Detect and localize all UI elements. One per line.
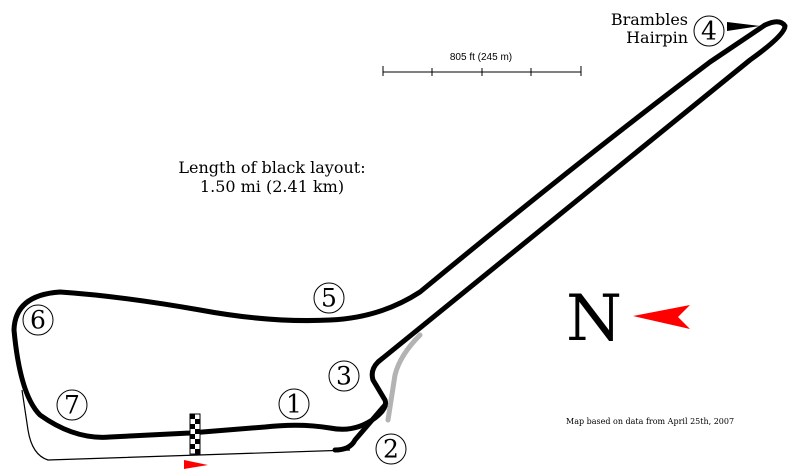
start-finish-line [189, 413, 201, 455]
turn-marker-4: 4 [693, 15, 725, 47]
layout-length-value: 1.50 mi (2.41 km) [200, 177, 344, 196]
turn-marker-5: 5 [313, 282, 345, 314]
turn-number: 4 [701, 17, 717, 46]
scale-label: 805 ft (245 m) [450, 52, 512, 63]
layout-length-heading: Length of black layout: [178, 158, 365, 177]
turn-marker-1: 1 [278, 388, 310, 420]
old-track-outline [21, 389, 351, 461]
north-label: N [566, 282, 622, 356]
turn-number: 1 [286, 390, 302, 419]
turn-number: 6 [30, 306, 46, 335]
source-note: Map based on data from April 25th, 2007 [566, 417, 734, 426]
turn-marker-2: 2 [375, 433, 407, 465]
turn-number: 3 [336, 362, 352, 391]
scale-bar [382, 66, 582, 76]
corner-name-line-1: Brambles [611, 10, 688, 29]
turn-number: 7 [64, 391, 80, 420]
turn-number: 5 [321, 284, 337, 313]
turn-marker-6: 6 [22, 304, 54, 336]
hairpin-direction-arrow-icon [727, 22, 760, 31]
corner-name-line-2: Hairpin [626, 28, 688, 47]
direction-arrow-icon [184, 460, 208, 469]
turn-marker-7: 7 [56, 389, 88, 421]
alternate-track-link [385, 332, 423, 423]
turn-marker-3: 3 [328, 360, 360, 392]
north-arrow-icon [633, 305, 690, 329]
main-track-layout [11, 19, 788, 453]
turn-number: 2 [383, 435, 399, 464]
